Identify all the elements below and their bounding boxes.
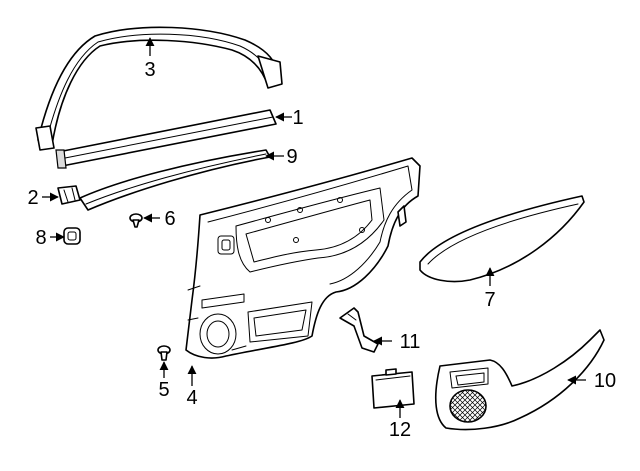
callout-6: 6 <box>164 208 175 230</box>
part-6-push-clip <box>129 213 143 228</box>
part-12-switch-module <box>371 368 415 409</box>
callout-labels: 3 1 9 2 6 8 7 11 4 5 10 12 <box>27 59 616 441</box>
callout-8: 8 <box>35 227 46 249</box>
callout-10: 10 <box>594 370 616 392</box>
part-9-garnish-molding <box>79 149 271 211</box>
part-2-clip <box>57 185 81 205</box>
part-1-belt-weatherstrip <box>55 109 277 169</box>
leader-lines <box>42 37 586 418</box>
part-3-frame-molding <box>35 26 283 151</box>
callout-2: 2 <box>27 187 38 209</box>
callout-5: 5 <box>158 379 169 401</box>
callout-4: 4 <box>186 387 197 409</box>
callout-12: 12 <box>389 419 411 441</box>
part-11-bracket <box>339 307 379 353</box>
part-5-screw <box>157 345 171 361</box>
part-8-plug <box>63 227 81 245</box>
part-7-armrest-pad <box>419 195 585 283</box>
part-10-lower-panel <box>434 329 605 431</box>
callout-1: 1 <box>292 107 303 129</box>
callout-9: 9 <box>286 146 297 168</box>
callout-7: 7 <box>484 289 495 311</box>
part-4-trim-panel <box>185 157 421 359</box>
callout-3: 3 <box>144 59 155 81</box>
callout-11: 11 <box>400 331 421 353</box>
